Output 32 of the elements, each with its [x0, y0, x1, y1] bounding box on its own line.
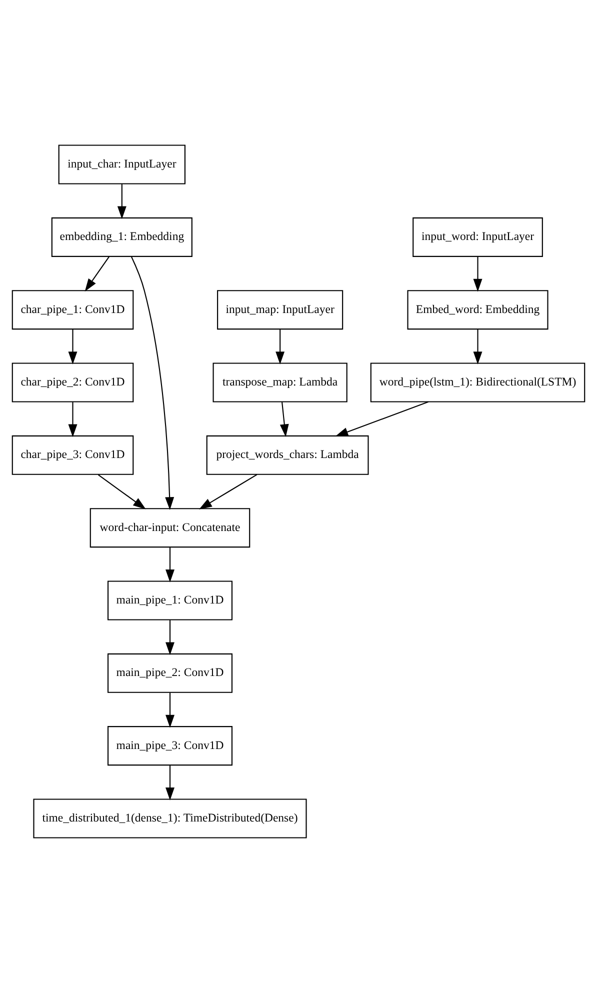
node-box: input_map: InputLayer — [217, 290, 344, 330]
node-box: project_words_chars: Lambda — [206, 434, 369, 474]
node-box: embedding_1: Embedding — [51, 216, 192, 256]
arrow — [473, 256, 482, 292]
node-box: main_pipe_1: Conv1D — [107, 580, 233, 620]
arrow — [68, 402, 78, 437]
node-box: char_pipe_2: Conv1D — [12, 362, 134, 402]
node-box: main_pipe_2: Conv1D — [107, 652, 233, 692]
arrow — [166, 620, 174, 655]
arrow — [473, 328, 482, 364]
arrow — [335, 400, 428, 436]
arrow — [84, 256, 110, 291]
node-box: char_pipe_3: Conv1D — [12, 434, 134, 474]
arrow — [276, 328, 285, 364]
node-box: char_pipe_1: Conv1D — [12, 290, 134, 330]
arrow — [166, 692, 174, 728]
arrow — [280, 402, 289, 437]
node-box: word_pipe(lstm_1): Bidirectional(LSTM) — [370, 362, 586, 402]
node-box: word-char-input: Concatenate — [90, 508, 250, 548]
node-box: transpose_map: Lambda — [212, 362, 348, 402]
arrow — [199, 474, 258, 509]
node-box: input_char: InputLayer — [58, 144, 186, 184]
arrow — [117, 184, 126, 219]
node-box: input_word: InputLayer — [412, 216, 543, 256]
arrow — [98, 474, 146, 509]
node-box: Embed_word: Embedding — [407, 290, 548, 330]
arrow — [130, 256, 174, 510]
node-box: main_pipe_3: Conv1D — [107, 726, 233, 766]
node-box: time_distributed_1(dense_1): TimeDistributed(Dense) — [33, 798, 307, 838]
arrow — [166, 764, 174, 800]
arrow — [166, 546, 174, 582]
arrow — [68, 328, 78, 364]
